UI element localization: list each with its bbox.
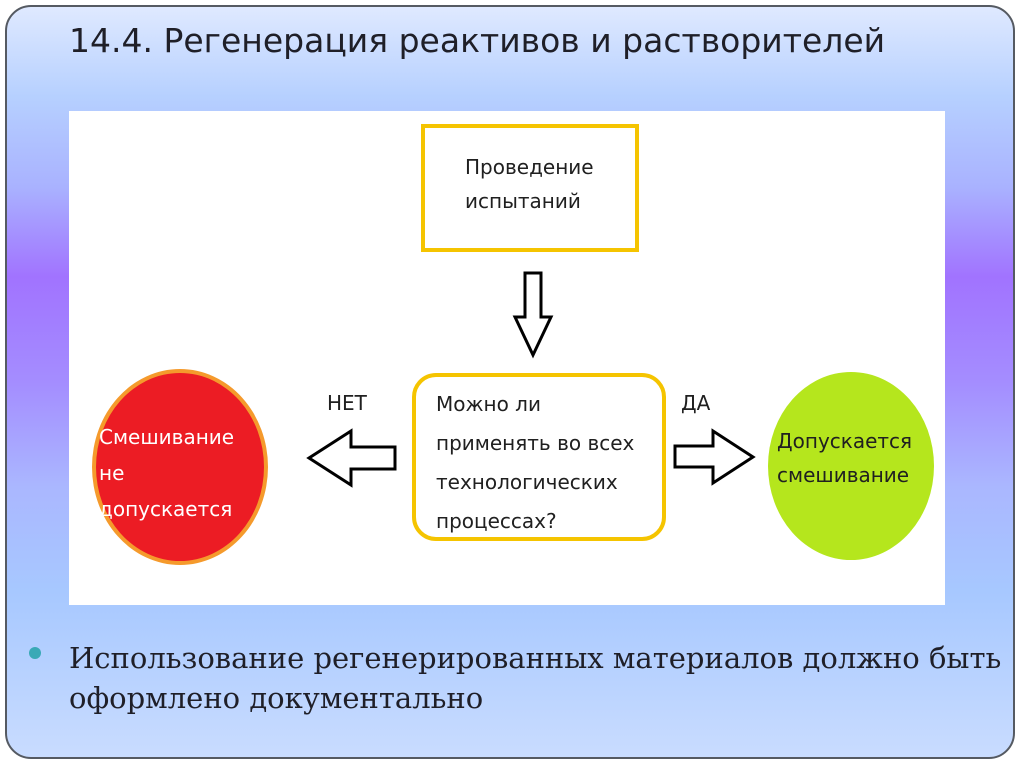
mixing-not-allowed-text: Смешивание не допускается bbox=[99, 419, 234, 527]
slide-title: 14.4. Регенерация реактивов и растворите… bbox=[69, 21, 886, 60]
no-result-line-1: Смешивание bbox=[99, 425, 235, 449]
bullet-icon bbox=[29, 647, 41, 659]
flowchart-panel: Проведение испытаний Можно ли применять … bbox=[69, 111, 945, 605]
down-arrow-icon bbox=[512, 271, 554, 359]
mixing-allowed-text: Допускается смешивание bbox=[777, 424, 912, 492]
decision-line-4: процессах? bbox=[436, 509, 557, 533]
mixing-not-allowed-circle bbox=[92, 369, 268, 565]
testing-box-line-1: Проведение bbox=[465, 155, 594, 179]
right-arrow-icon bbox=[673, 428, 756, 486]
bullet-text: Использование регенерированных материало… bbox=[69, 641, 1002, 715]
no-result-line-3: допускается bbox=[99, 497, 233, 521]
left-arrow-icon bbox=[306, 428, 397, 488]
testing-box-line-2: испытаний bbox=[465, 189, 581, 213]
decision-line-3: технологических bbox=[436, 470, 618, 494]
mixing-allowed-circle bbox=[768, 372, 934, 560]
yes-result-line-1: Допускается bbox=[777, 429, 913, 453]
decision-line-1: Можно ли bbox=[436, 392, 541, 416]
no-label: НЕТ bbox=[327, 391, 367, 415]
yes-result-line-2: смешивание bbox=[777, 463, 910, 487]
decision-box: Можно ли применять во всех технологическ… bbox=[412, 373, 666, 541]
no-result-line-2: не bbox=[99, 461, 125, 485]
testing-box: Проведение испытаний bbox=[421, 124, 639, 252]
yes-label: ДА bbox=[681, 391, 711, 415]
decision-line-2: применять во всех bbox=[436, 431, 635, 455]
slide-frame: 14.4. Регенерация реактивов и растворите… bbox=[5, 5, 1015, 759]
